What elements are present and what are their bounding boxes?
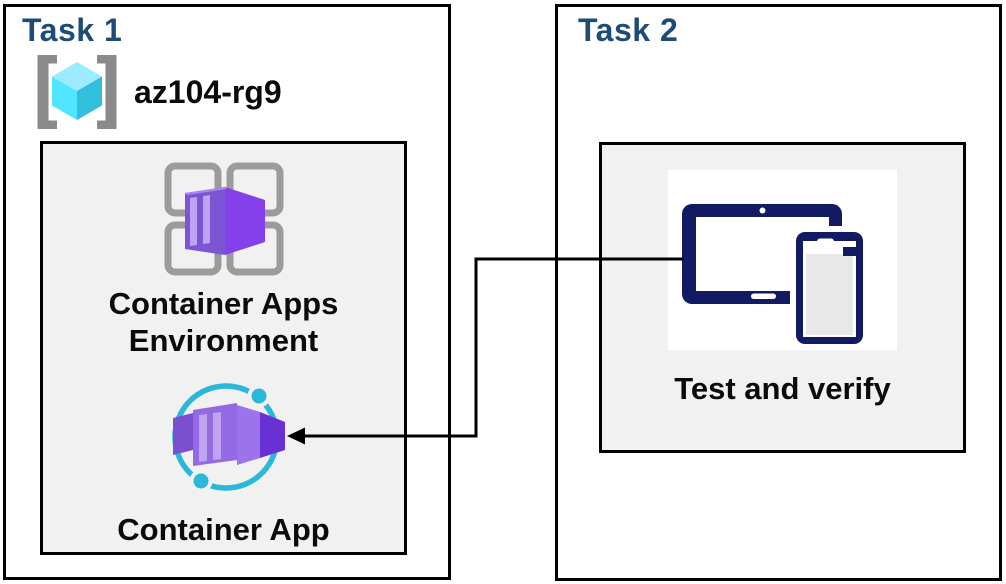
device-icon-card	[668, 170, 897, 350]
container-apps-environment-label: Container Apps Environment	[108, 286, 339, 358]
test-and-verify-label: Test and verify	[674, 371, 891, 406]
task2-title: Task 2	[578, 12, 679, 48]
container-app-label: Container App	[117, 512, 330, 547]
tablet-phone-icon	[682, 204, 869, 350]
task1-title: Task 1	[22, 12, 123, 48]
resource-group: az104-rg9	[32, 55, 282, 129]
resource-group-icon	[37, 55, 117, 129]
task1-inner-box: Container Apps Environment Container App	[40, 141, 407, 555]
task2-box: Task 2 Test	[555, 4, 1002, 581]
container-app-icon	[172, 383, 285, 493]
container-apps-environment-icon	[164, 162, 284, 276]
task1-box: Task 1 az104-rg9	[3, 4, 451, 580]
task2-inner-box: Test and verify	[599, 142, 966, 453]
resource-group-name: az104-rg9	[134, 73, 282, 110]
